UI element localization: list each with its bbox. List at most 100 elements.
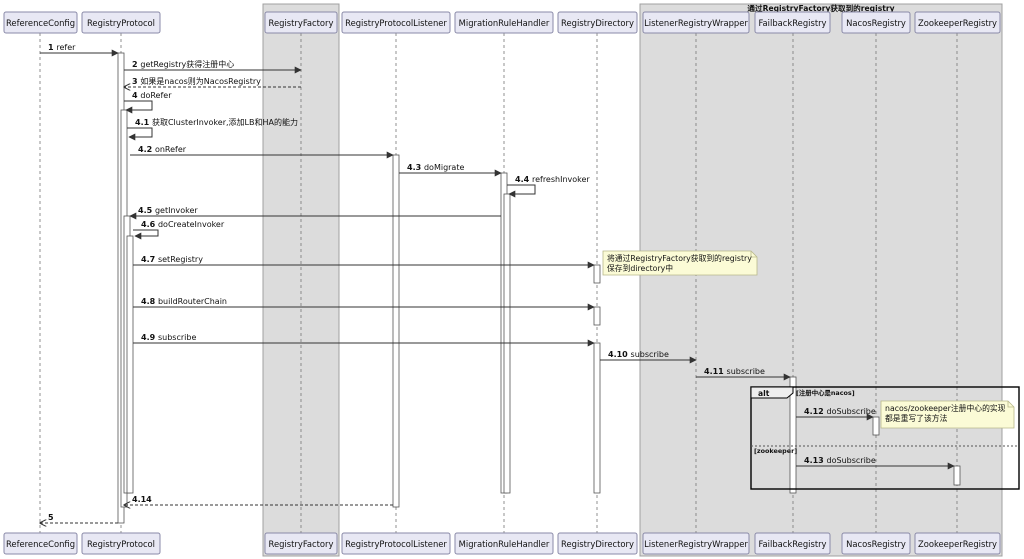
note-text-line: nacos/zookeeper注册中心的实现	[885, 403, 1006, 413]
message-4-9: 4.9 subscribe	[133, 333, 595, 347]
activation-bar-10	[789, 376, 797, 494]
activation-bar-7	[593, 264, 601, 284]
message-3: 3 如果是nacos则为NacosRegistry	[124, 76, 301, 87]
message-4-1: 4.1 获取ClusterInvoker,添加LB和HA的能力	[127, 117, 298, 141]
participant-box-bottom-1	[81, 532, 161, 555]
participant-box-bottom-7	[754, 532, 831, 555]
message-label: 4.6 doCreateInvoker	[141, 220, 225, 229]
participant-label-bottom-1: RegistryProtocol	[87, 539, 155, 549]
participant-box-bottom-4	[454, 532, 554, 555]
participants: ReferenceConfigReferenceConfigRegistryPr…	[3, 11, 1001, 555]
activation-bar-3	[126, 235, 134, 494]
participant-box-top-2	[264, 11, 338, 34]
message-label: 4.12 doSubscribe	[804, 407, 876, 416]
participant-box-top-5	[557, 11, 638, 34]
message-4-14: 4.14	[124, 495, 393, 505]
message-4: 4 doRefer	[124, 91, 172, 114]
message-4-12: 4.12 doSubscribe	[796, 407, 876, 421]
message-label: 4.11 subscribe	[704, 367, 765, 376]
activation-bar-11	[872, 416, 880, 436]
alt-guard-nacos: [注册中心是nacos]	[796, 388, 855, 397]
message-label: 1 refer	[48, 43, 76, 52]
note-directory: 将通过RegistryFactory获取到的registry保存到directo…	[602, 250, 758, 276]
message-label: 4.10 subscribe	[608, 350, 669, 359]
message-line	[507, 184, 536, 198]
participant-label-bottom-6: ListenerRegistryWrapper	[644, 539, 748, 549]
note-text-line: 保存到directory中	[607, 263, 673, 273]
message-4-5: 4.5 getInvoker	[129, 206, 501, 220]
participant-label-bottom-9: ZookeeperRegistry	[918, 539, 997, 549]
message-label: 4.3 doMigrate	[407, 163, 464, 172]
participant-label-top-8: NacosRegistry	[846, 18, 906, 28]
group-label: 通过RegistryFactory获取到的registry	[747, 3, 894, 13]
participant-box-bottom-6	[642, 532, 750, 555]
participant-box-bottom-5	[557, 532, 638, 555]
message-label: 4.7 setRegistry	[141, 255, 203, 264]
note-text-line: 将通过RegistryFactory获取到的registry	[607, 253, 752, 263]
participant-box-top-6	[642, 11, 750, 34]
participant-box-bottom-8	[841, 532, 911, 555]
message-label: 2 getRegistry获得注册中心	[132, 59, 234, 69]
notes: 将通过RegistryFactory获取到的registry保存到directo…	[602, 250, 1015, 429]
alt-fragment: alt [注册中心是nacos] [zookeeper]	[750, 386, 1020, 490]
message-label: 4.14	[132, 495, 152, 504]
message-4-4: 4.4 refreshInvoker	[507, 175, 590, 198]
participant-label-top-9: ZookeeperRegistry	[918, 18, 997, 28]
participant-label-top-5: RegistryDirectory	[561, 18, 634, 28]
alt-fragment-label: alt	[758, 389, 770, 398]
note-fold	[1007, 401, 1014, 408]
participant-box-top-4	[454, 11, 554, 34]
message-4-2: 4.2 onRefer	[130, 145, 394, 159]
note-fold	[750, 251, 757, 258]
activation-bar-4	[392, 154, 400, 508]
participant-box-top-0	[3, 11, 78, 34]
activation-bar-8	[593, 306, 601, 326]
message-label: 5	[48, 513, 54, 522]
message-line	[127, 127, 153, 141]
message-1: 1 refer	[40, 43, 119, 57]
note-text-line: 都是重写了该方法	[885, 413, 948, 423]
activation-bar-12	[953, 465, 961, 486]
message-2: 2 getRegistry获得注册中心	[124, 59, 302, 74]
participant-box-bottom-0	[3, 532, 78, 555]
message-5: 5	[40, 513, 118, 523]
participant-label-bottom-0: ReferenceConfig	[6, 539, 75, 549]
message-line	[133, 229, 159, 240]
participant-box-top-1	[81, 11, 161, 34]
participant-label-bottom-3: RegistryProtocolListener	[345, 539, 447, 549]
message-label: 4.5 getInvoker	[138, 206, 198, 215]
group-backgrounds: 通过RegistryFactory获取到的registry	[262, 3, 1003, 557]
message-label: 4.8 buildRouterChain	[141, 297, 227, 306]
alt-guard-zookeeper: [zookeeper]	[754, 447, 797, 455]
alt-fragment-tab	[750, 386, 794, 399]
participant-box-top-9	[914, 11, 1001, 34]
message-line	[124, 100, 153, 114]
message-4-6: 4.6 doCreateInvoker	[133, 220, 225, 240]
message-4-10: 4.10 subscribe	[600, 350, 697, 364]
participant-box-top-8	[841, 11, 911, 34]
message-4-11: 4.11 subscribe	[696, 367, 791, 381]
message-label: 4.1 获取ClusterInvoker,添加LB和HA的能力	[135, 117, 298, 127]
participant-label-top-2: RegistryFactory	[269, 18, 334, 28]
activation-bar-9	[593, 342, 601, 494]
participant-label-top-1: RegistryProtocol	[87, 18, 155, 28]
message-4-3: 4.3 doMigrate	[399, 163, 502, 177]
participant-label-top-4: MigrationRuleHandler	[459, 18, 550, 28]
participant-box-bottom-9	[914, 532, 1001, 555]
message-4-7: 4.7 setRegistry	[133, 255, 595, 269]
alt-fragment-frame	[750, 386, 1020, 490]
participant-label-top-6: ListenerRegistryWrapper	[644, 18, 748, 28]
participant-label-bottom-5: RegistryDirectory	[561, 539, 634, 549]
note-body	[602, 250, 758, 276]
participant-label-bottom-8: NacosRegistry	[846, 539, 906, 549]
participant-label-top-0: ReferenceConfig	[6, 18, 75, 28]
participant-label-top-3: RegistryProtocolListener	[345, 18, 447, 28]
message-label: 4 doRefer	[132, 91, 172, 100]
participant-box-top-7	[754, 11, 831, 34]
group-box-registries	[639, 3, 1003, 557]
participant-label-top-7: FailbackRegistry	[758, 18, 826, 28]
message-4-8: 4.8 buildRouterChain	[133, 297, 595, 311]
